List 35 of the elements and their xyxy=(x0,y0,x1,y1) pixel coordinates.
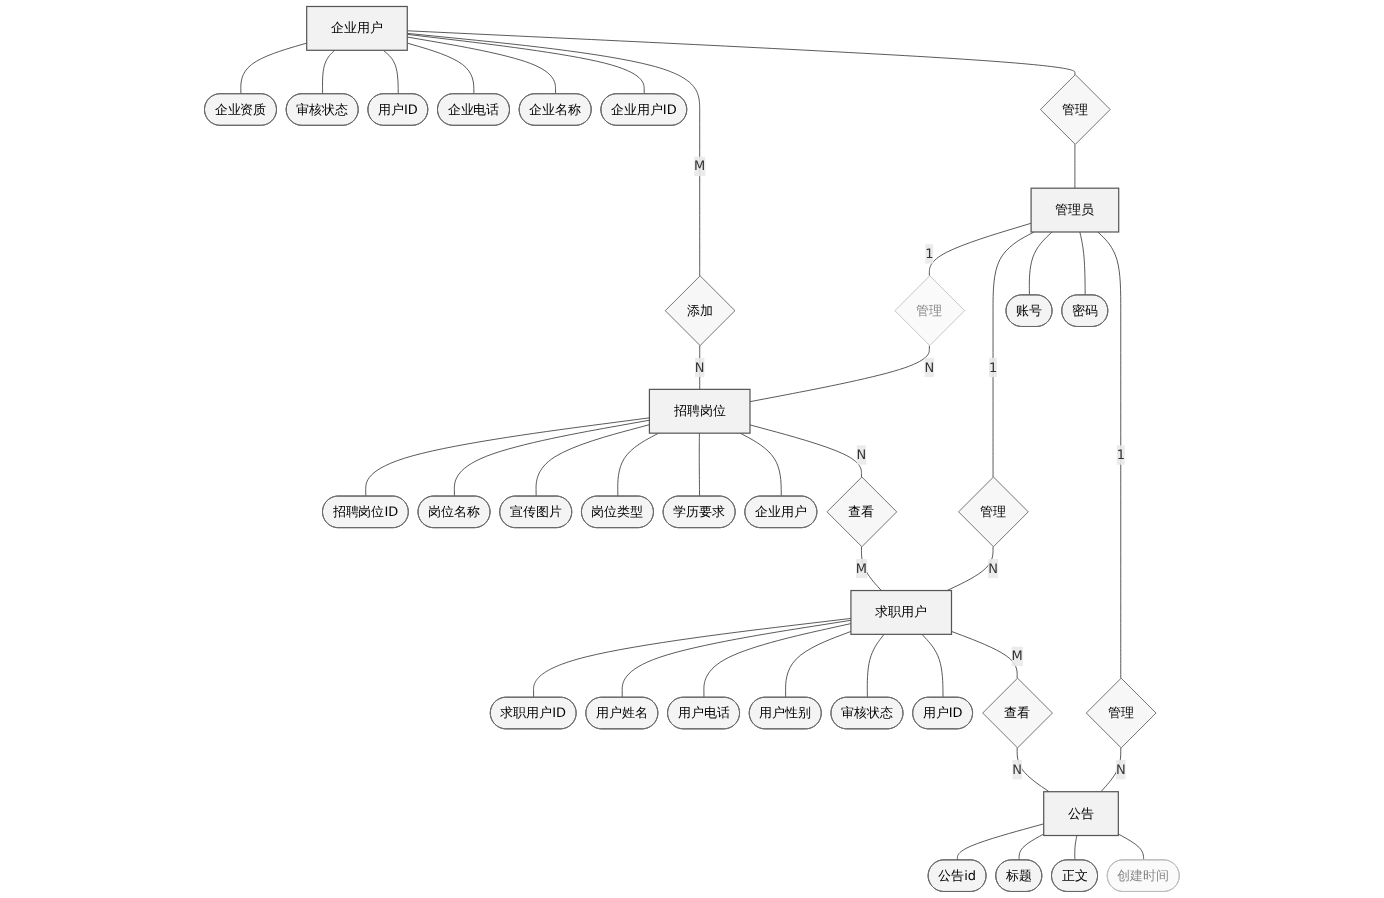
connector xyxy=(1074,835,1078,861)
connector xyxy=(992,231,1035,478)
connector xyxy=(785,631,852,698)
connector xyxy=(407,33,645,95)
connector xyxy=(867,633,885,698)
connector xyxy=(240,42,308,95)
connector xyxy=(698,432,701,497)
connector xyxy=(1074,144,1076,189)
connector xyxy=(407,33,701,277)
connector xyxy=(407,36,557,95)
connector xyxy=(365,417,650,497)
connector xyxy=(617,432,660,497)
connector xyxy=(703,623,852,698)
connector xyxy=(454,419,650,497)
connector xyxy=(621,619,852,698)
connector xyxy=(535,424,650,497)
connector xyxy=(1016,747,1050,793)
connector xyxy=(749,424,862,478)
connector xyxy=(957,823,1045,861)
connector xyxy=(407,30,1076,76)
connector xyxy=(1029,231,1053,296)
connector xyxy=(951,631,1018,679)
connector xyxy=(407,42,475,95)
connector xyxy=(1018,833,1045,861)
connector xyxy=(929,222,1032,277)
connector xyxy=(749,345,930,403)
connector xyxy=(1118,833,1145,861)
connector xyxy=(740,432,782,497)
connector xyxy=(382,49,399,95)
connector xyxy=(921,633,944,698)
connector xyxy=(946,546,994,591)
connector xyxy=(322,49,336,95)
connector xyxy=(533,618,852,698)
connector xyxy=(1079,231,1086,296)
connector xyxy=(1097,231,1122,679)
